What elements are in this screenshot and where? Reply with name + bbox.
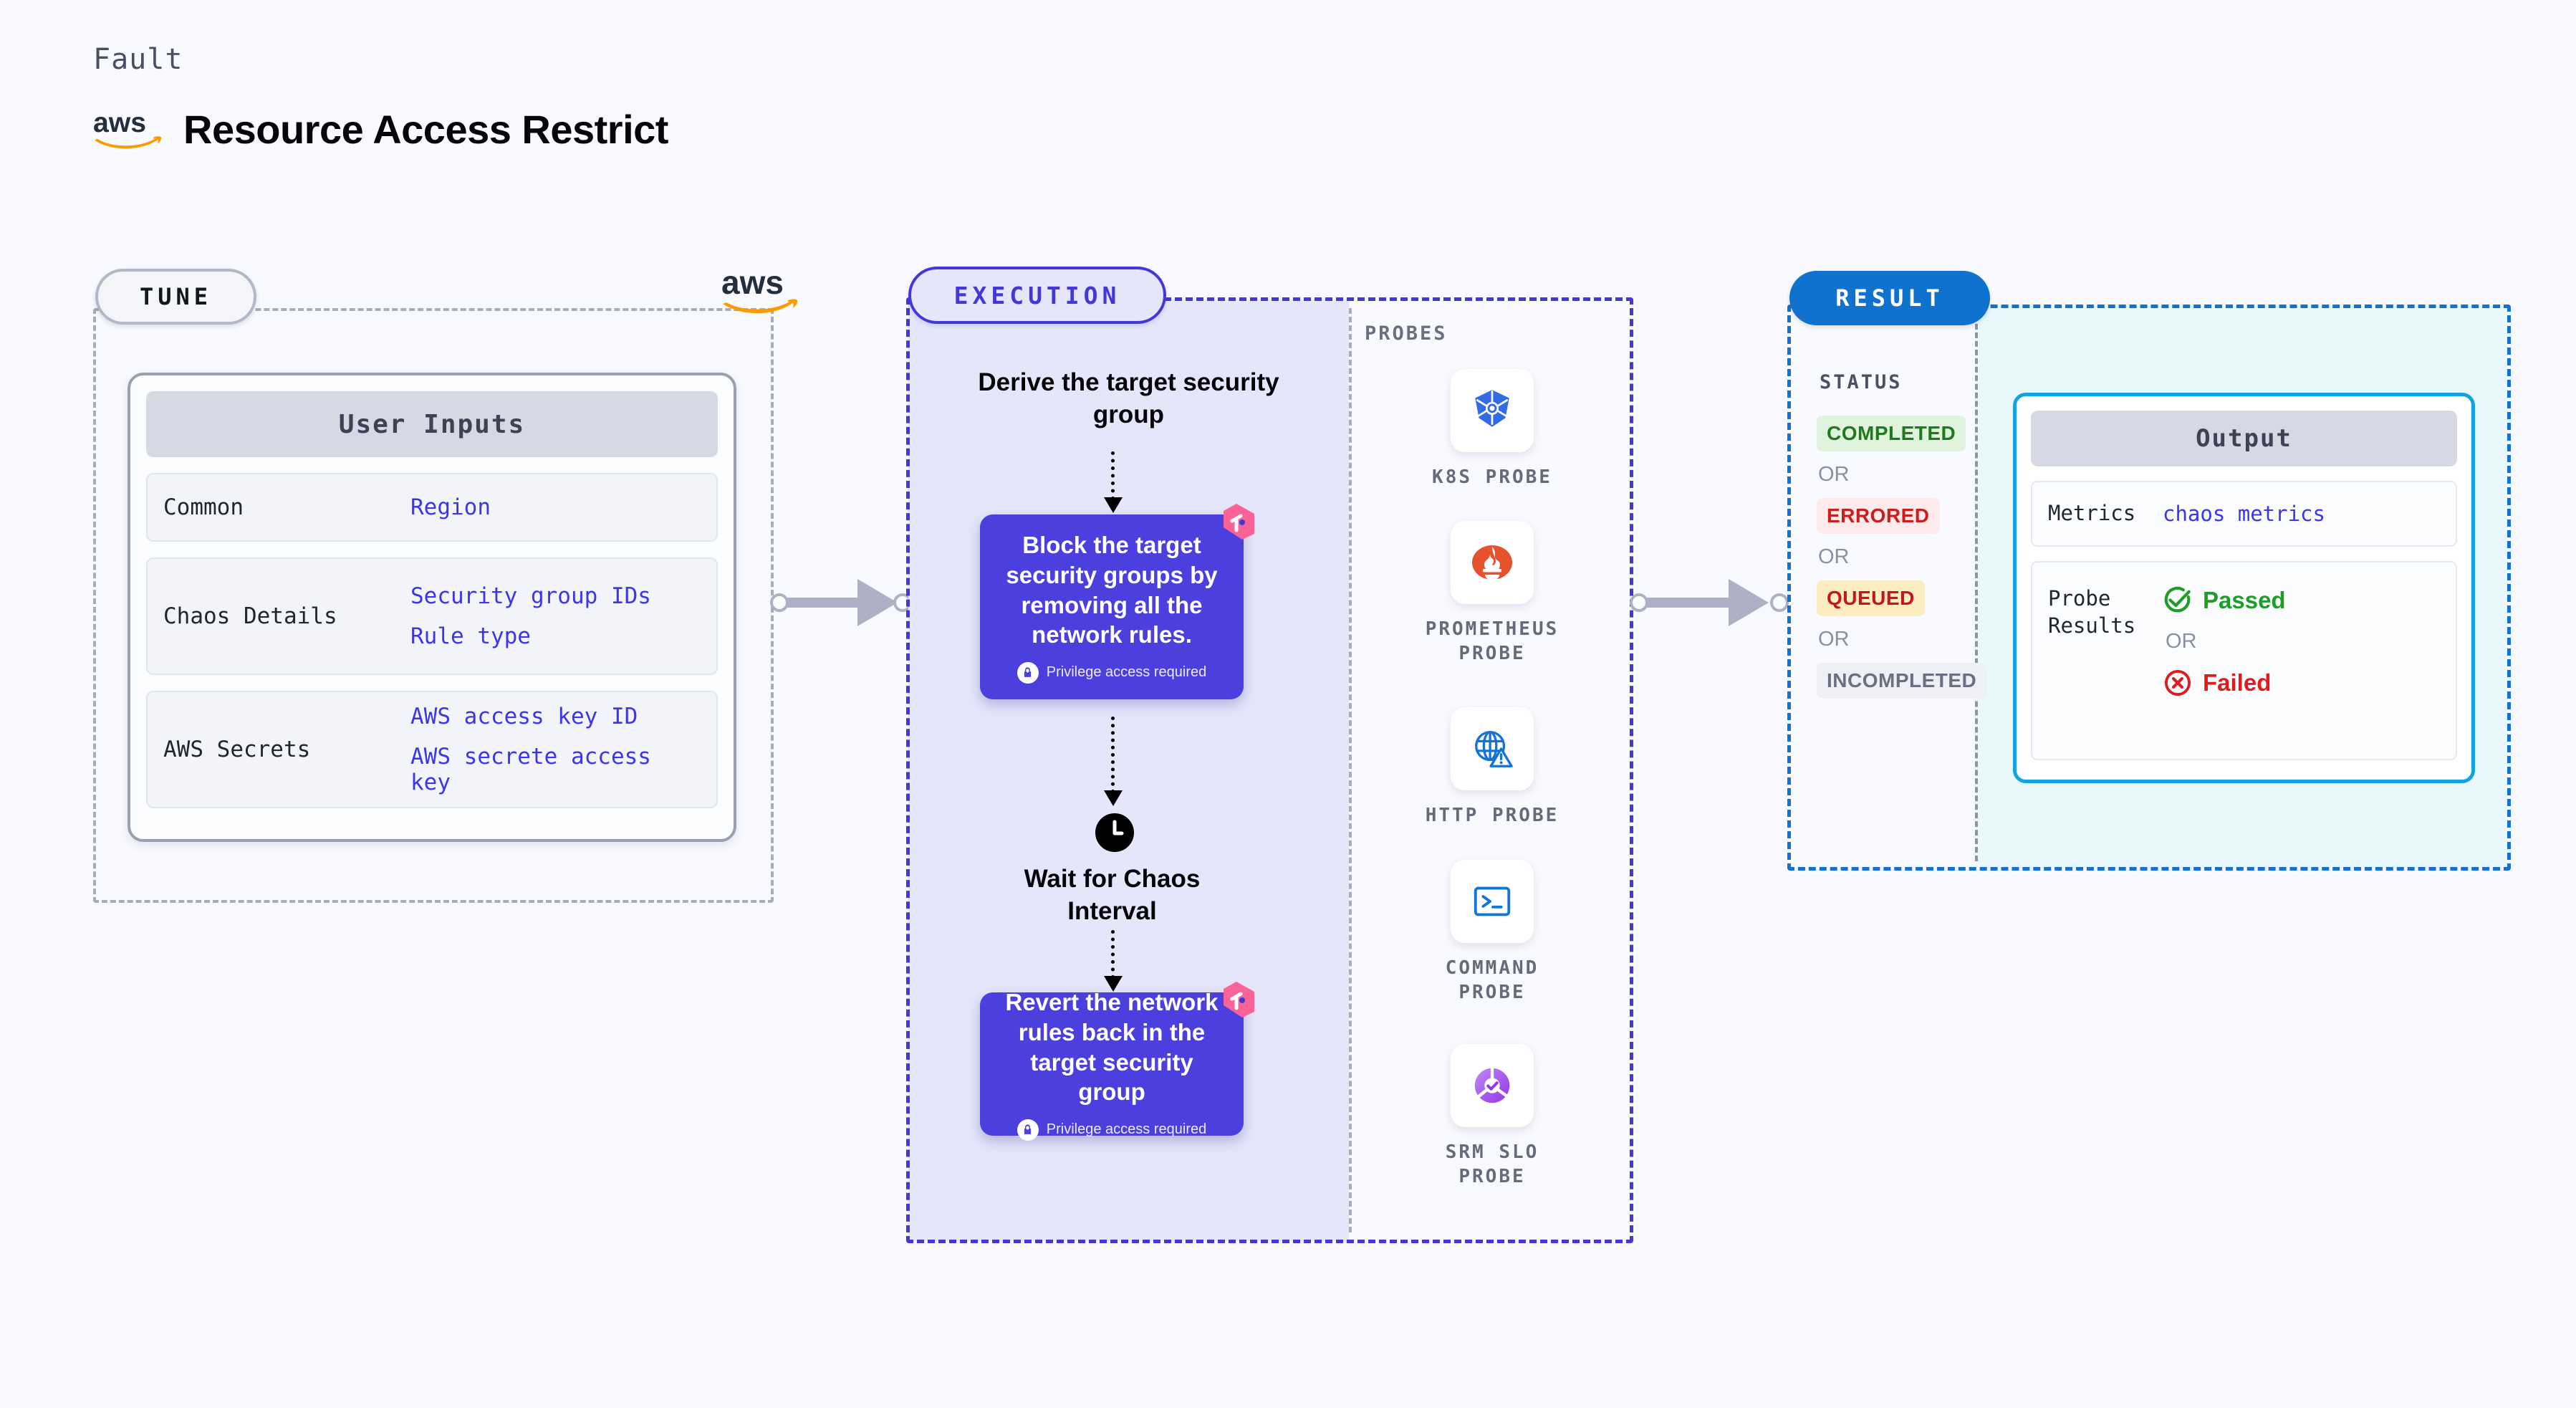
status-title: STATUS <box>1820 371 1903 393</box>
status-badge-queued: QUEUED <box>1817 580 1925 616</box>
or-label: OR <box>1818 628 1850 651</box>
input-value: Rule type <box>410 623 531 649</box>
slo-donut-icon <box>1474 1066 1510 1103</box>
probe-item-http[interactable]: HTTP PROBE <box>1406 707 1578 828</box>
status-badge-incompleted: INCOMPLETED <box>1817 663 1987 699</box>
page-title: Resource Access Restrict <box>183 107 668 152</box>
privilege-note: Privilege access required <box>1017 1119 1206 1141</box>
probe-label: SRM SLO PROBE <box>1445 1141 1539 1188</box>
status-badge-completed: COMPLETED <box>1817 416 1966 451</box>
probe-label: K8S PROBE <box>1432 466 1552 488</box>
derive-step-label: Derive the target security group <box>978 368 1279 428</box>
arrow-wait-to-revert <box>1104 930 1123 992</box>
aws-logo-icon: aws <box>93 107 162 148</box>
terminal-icon <box>1474 886 1511 916</box>
result-panel <box>1787 305 2511 871</box>
output-key: Metrics <box>2048 501 2136 526</box>
probe-item-srm-slo[interactable]: SRM SLO PROBE <box>1406 1044 1578 1189</box>
or-label: OR <box>1818 545 1850 568</box>
probe-tile <box>1451 860 1534 943</box>
probe-item-prometheus[interactable]: PROMETHEUS PROBE <box>1406 521 1578 666</box>
wait-step-label: Wait for Chaos Interval <box>1024 865 1201 925</box>
execution-badge: EXECUTION <box>908 267 1166 324</box>
probe-tile <box>1451 707 1534 790</box>
prometheus-icon <box>1472 545 1512 580</box>
input-values: AWS access key ID AWS secrete access key <box>410 704 701 795</box>
execution-step-revert[interactable]: Revert the network rules back in the tar… <box>980 982 1254 1141</box>
privilege-note: Privilege access required <box>1017 661 1207 684</box>
input-row-chaos-details: Chaos Details Security group IDs Rule ty… <box>146 557 718 675</box>
fault-kicker: Fault <box>93 43 183 76</box>
user-inputs-card: User Inputs Common Region Chaos Details … <box>128 373 736 842</box>
input-values: Security group IDs Rule type <box>410 583 651 649</box>
check-circle-icon <box>2164 586 2191 613</box>
input-row-common: Common Region <box>146 473 718 542</box>
page-header: Fault aws Resource Access Restrict <box>93 43 668 153</box>
result-badge: RESULT <box>1789 271 1990 325</box>
svg-text:aws: aws <box>93 107 146 138</box>
input-key: AWS Secrets <box>163 737 311 762</box>
output-row-metrics: Metrics chaos metrics <box>2031 481 2457 547</box>
probe-tile <box>1451 521 1534 604</box>
input-value: AWS access key ID <box>410 704 638 729</box>
kubernetes-icon <box>1475 390 1509 427</box>
input-key: Common <box>163 494 244 520</box>
execution-step-text: Revert the network rules back in the tar… <box>1005 989 1219 1106</box>
lock-icon <box>1017 1119 1039 1141</box>
execution-step-text: Block the target security groups by remo… <box>1006 532 1218 648</box>
x-circle-icon <box>2164 669 2191 696</box>
probe-result-passed: Passed <box>2163 585 2286 616</box>
input-value: AWS secrete access key <box>410 744 651 795</box>
tune-badge: TUNE <box>95 269 256 325</box>
execution-panel <box>906 297 1633 1243</box>
clock-icon <box>1095 813 1134 852</box>
output-row-probe-results: Probe Results Passed OR Failed <box>2031 561 2457 760</box>
output-card: Output Metrics chaos metrics Probe Resul… <box>2013 393 2475 783</box>
output-title: Output <box>2031 411 2457 466</box>
svg-text:aws: aws <box>721 265 784 301</box>
arrow-block-to-wait <box>1104 717 1123 806</box>
input-value: Security group IDs <box>410 583 651 609</box>
probe-result-values: Passed OR Failed <box>2163 585 2286 698</box>
probe-item-command[interactable]: COMMAND PROBE <box>1406 860 1578 1005</box>
passed-label: Passed <box>2203 587 2286 613</box>
execution-probes-divider <box>1349 308 1352 1232</box>
fault-title-row: aws Resource Access Restrict <box>93 106 668 153</box>
probe-label: COMMAND PROBE <box>1445 957 1539 1004</box>
input-key: Chaos Details <box>163 603 337 629</box>
connector-execution-to-result <box>1630 579 1793 626</box>
output-value: chaos metrics <box>2163 502 2325 526</box>
probe-tile <box>1451 1044 1534 1127</box>
privilege-text: Privilege access required <box>1046 664 1207 681</box>
globe-warning-icon <box>1475 731 1513 767</box>
output-key: Probe Results <box>2048 586 2136 638</box>
failed-label: Failed <box>2203 669 2272 696</box>
harness-chaos-icon <box>1224 504 1254 540</box>
probe-result-failed: Failed <box>2163 668 2286 698</box>
probe-label: PROMETHEUS PROBE <box>1425 618 1559 665</box>
lock-icon <box>1017 661 1039 684</box>
execution-step-block[interactable]: Block the target security groups by remo… <box>980 504 1254 699</box>
or-label: OR <box>1818 463 1850 486</box>
user-inputs-title: User Inputs <box>146 391 718 457</box>
probes-title: PROBES <box>1365 322 1448 345</box>
status-list: COMPLETED OR ERRORED OR QUEUED OR INCOMP… <box>1817 416 1987 699</box>
harness-chaos-icon <box>1224 982 1254 1017</box>
arrow-derive-to-block <box>1104 451 1123 513</box>
connector-tune-to-execution <box>770 579 913 626</box>
probe-label: HTTP PROBE <box>1425 805 1559 826</box>
privilege-text: Privilege access required <box>1046 1121 1207 1138</box>
or-label: OR <box>2166 630 2197 653</box>
result-status-divider <box>1975 315 1978 861</box>
probe-tile <box>1451 369 1534 452</box>
probe-item-k8s[interactable]: K8S PROBE <box>1406 369 1578 489</box>
aws-logo-icon: aws <box>721 265 798 314</box>
input-value: Region <box>410 494 491 520</box>
input-row-aws-secrets: AWS Secrets AWS access key ID AWS secret… <box>146 691 718 808</box>
status-badge-errored: ERRORED <box>1817 498 1940 534</box>
input-values: Region <box>410 494 491 520</box>
